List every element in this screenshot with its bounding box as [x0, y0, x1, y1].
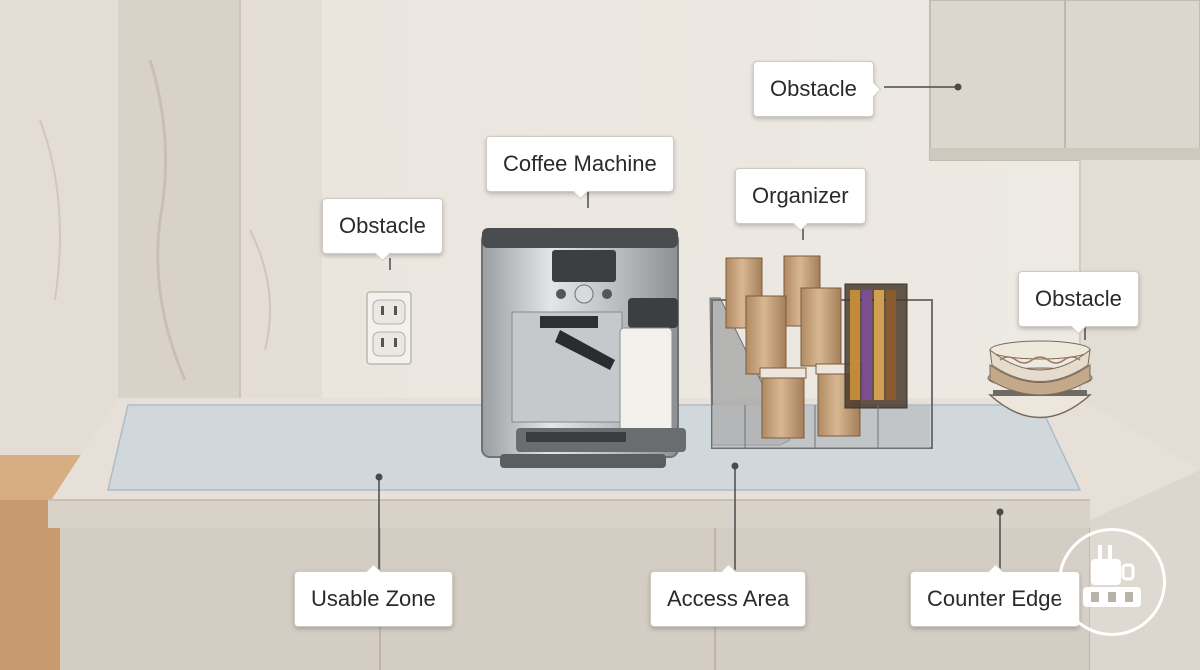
marble-wall-panel — [0, 0, 322, 460]
counter-edge-label: Counter Edge — [910, 571, 1080, 627]
upper-cabinet — [929, 0, 1200, 161]
coffee-machine-icon — [481, 228, 686, 468]
wood-side-panel — [0, 460, 60, 670]
obstacle-outlet-label: Obstacle — [322, 198, 443, 254]
electrical-outlet-icon — [366, 291, 412, 365]
bowl-stack-icon — [987, 340, 1093, 419]
watermark-logo-icon — [1058, 528, 1166, 636]
obstacle-cabinet-label: Obstacle — [753, 61, 874, 117]
organizer-label: Organizer — [735, 168, 866, 224]
usable-zone-label: Usable Zone — [294, 571, 453, 627]
obstacle-bowls-label: Obstacle — [1018, 271, 1139, 327]
cup-organizer-icon — [709, 255, 933, 449]
access-area-label: Access Area — [650, 571, 807, 627]
coffee-machine-label: Coffee Machine — [486, 136, 674, 192]
